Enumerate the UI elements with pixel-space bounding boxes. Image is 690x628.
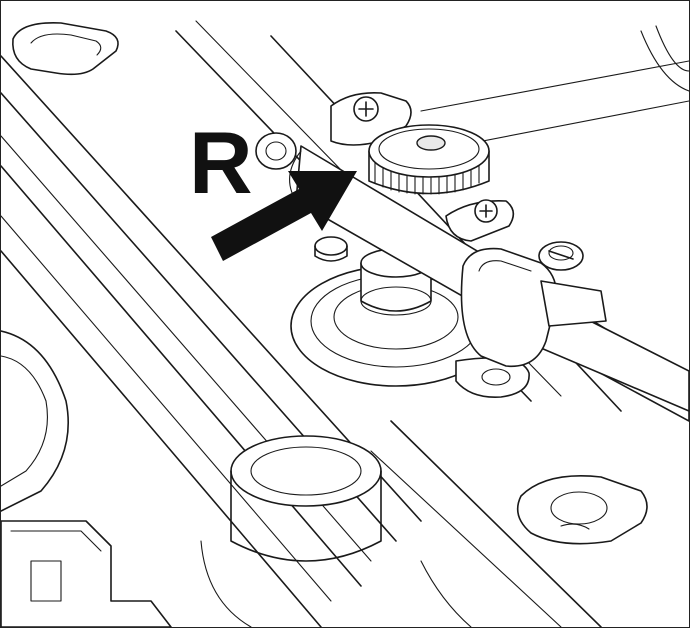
bottom-right-pad bbox=[516, 475, 648, 545]
top-left-pad bbox=[12, 22, 119, 76]
bottom-left-bracket bbox=[1, 520, 172, 627]
clamp-ring bbox=[460, 247, 607, 368]
clamp-bolt bbox=[538, 241, 584, 271]
stud bbox=[314, 236, 348, 262]
arrow-icon bbox=[211, 171, 357, 261]
knurled-knob-icon bbox=[368, 124, 490, 195]
flange-left bbox=[255, 132, 297, 170]
clamp-screw bbox=[445, 199, 515, 242]
lower-mount bbox=[200, 435, 472, 627]
callout-label: R bbox=[189, 113, 253, 212]
left-housing bbox=[1, 330, 69, 512]
frame-rails bbox=[1, 20, 622, 627]
